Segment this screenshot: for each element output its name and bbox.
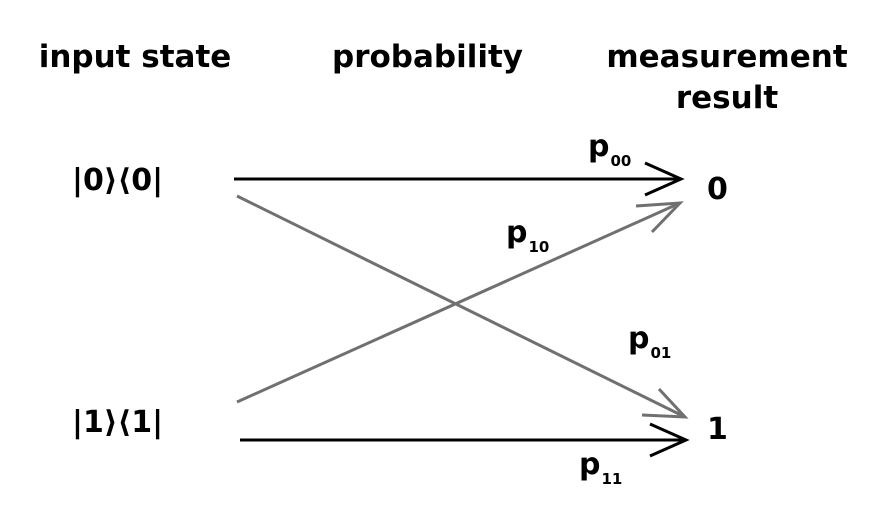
prob-label-p00: p00	[588, 129, 632, 171]
input-state-header: input state	[38, 39, 232, 75]
input-state-one: |1⟩⟨1|	[72, 405, 164, 440]
prob-label-p11: p11	[579, 447, 623, 489]
prob-label-p10: p10	[506, 215, 550, 257]
measurement-result-header-line2: result	[675, 80, 779, 116]
input-state-zero: |0⟩⟨0|	[72, 163, 164, 198]
arrow-p01	[236, 194, 689, 419]
arrow-p10	[236, 201, 684, 404]
outcome-one: 1	[707, 412, 728, 447]
probability-header: probability	[332, 39, 523, 75]
outcome-zero: 0	[707, 172, 728, 207]
arrow-p00	[234, 161, 685, 197]
prob-label-p01: p01	[628, 321, 672, 363]
arrow-p11	[240, 422, 690, 458]
measurement-result-header: measurement	[606, 39, 848, 75]
